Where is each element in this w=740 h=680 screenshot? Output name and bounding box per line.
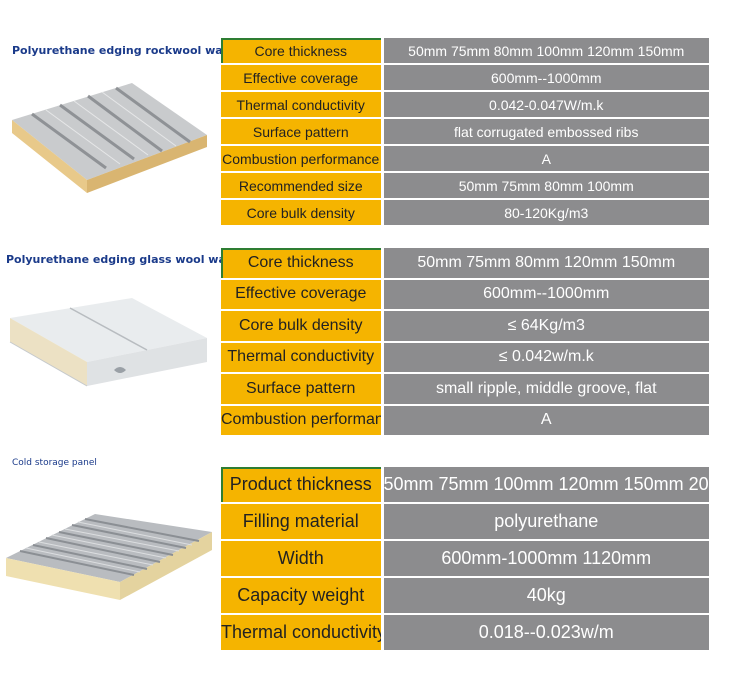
spec-value: 50mm 75mm 80mm 120mm 150mm xyxy=(382,248,709,280)
spec-value: polyurethane xyxy=(382,503,709,541)
section-title-glasswool: Polyurethane edging glass wool wallboard xyxy=(6,253,270,266)
spec-value: A xyxy=(382,145,709,173)
glasswool-panel-image xyxy=(9,298,207,387)
section-title-rockwool: Polyurethane edging rockwool wallboard xyxy=(12,44,267,57)
spec-label: Effective coverage xyxy=(221,278,384,311)
cold-storage-panel-image xyxy=(6,514,212,600)
spec-label: Effective coverage xyxy=(221,64,384,92)
spec-value: 0.018--0.023w/m xyxy=(382,614,709,652)
spec-label: Surface pattern xyxy=(221,373,384,406)
spec-value: ≤ 0.042w/m.k xyxy=(382,341,709,374)
section-title-cold-storage: Cold storage panel xyxy=(12,458,97,468)
table-row: Core bulk density≤ 64Kg/m3 xyxy=(221,310,709,343)
spec-label: Surface pattern xyxy=(221,118,384,146)
spec-value: 600mm--1000mm xyxy=(382,64,709,92)
spec-label: Thermal conductivity xyxy=(221,341,384,374)
spec-label: Combustion performance xyxy=(221,145,384,173)
spec-value: 0.042-0.047W/m.k xyxy=(382,91,709,119)
spec-label: Capacity weight xyxy=(221,577,384,615)
spec-value: 50mm 75mm 80mm 100mm 120mm 150mm xyxy=(382,38,709,65)
rockwool-panel-image xyxy=(12,83,207,193)
spec-value: ≤ 64Kg/m3 xyxy=(382,310,709,343)
spec-label: Core bulk density xyxy=(221,199,384,227)
spec-label: Core thickness xyxy=(221,38,384,65)
spec-label: Width xyxy=(221,540,384,578)
spec-label: Recommended size xyxy=(221,172,384,200)
spec-value: 80-120Kg/m3 xyxy=(382,199,709,227)
spec-value: small ripple, middle groove, flat xyxy=(382,373,709,406)
spec-label: Product thickness xyxy=(221,467,384,504)
spec-value: 600mm--1000mm xyxy=(382,278,709,311)
spec-value: 50mm 75mm 100mm 120mm 150mm 200mm xyxy=(382,467,709,504)
table-row: Thermal conductivity≤ 0.042w/m.k xyxy=(221,341,709,374)
spec-value: 50mm 75mm 80mm 100mm xyxy=(382,172,709,200)
spec-value: 40kg xyxy=(382,577,709,615)
spec-label: Combustion performance xyxy=(221,404,384,437)
spec-value: 600mm-1000mm 1120mm xyxy=(382,540,709,578)
spec-value: flat corrugated embossed ribs xyxy=(382,118,709,146)
spec-label: Thermal conductivity xyxy=(221,91,384,119)
spec-value: A xyxy=(382,404,709,437)
spec-label: Thermal conductivity xyxy=(221,614,384,652)
spec-label: Filling material xyxy=(221,503,384,541)
spec-label: Core thickness xyxy=(221,248,384,280)
spec-label: Core bulk density xyxy=(221,310,384,343)
